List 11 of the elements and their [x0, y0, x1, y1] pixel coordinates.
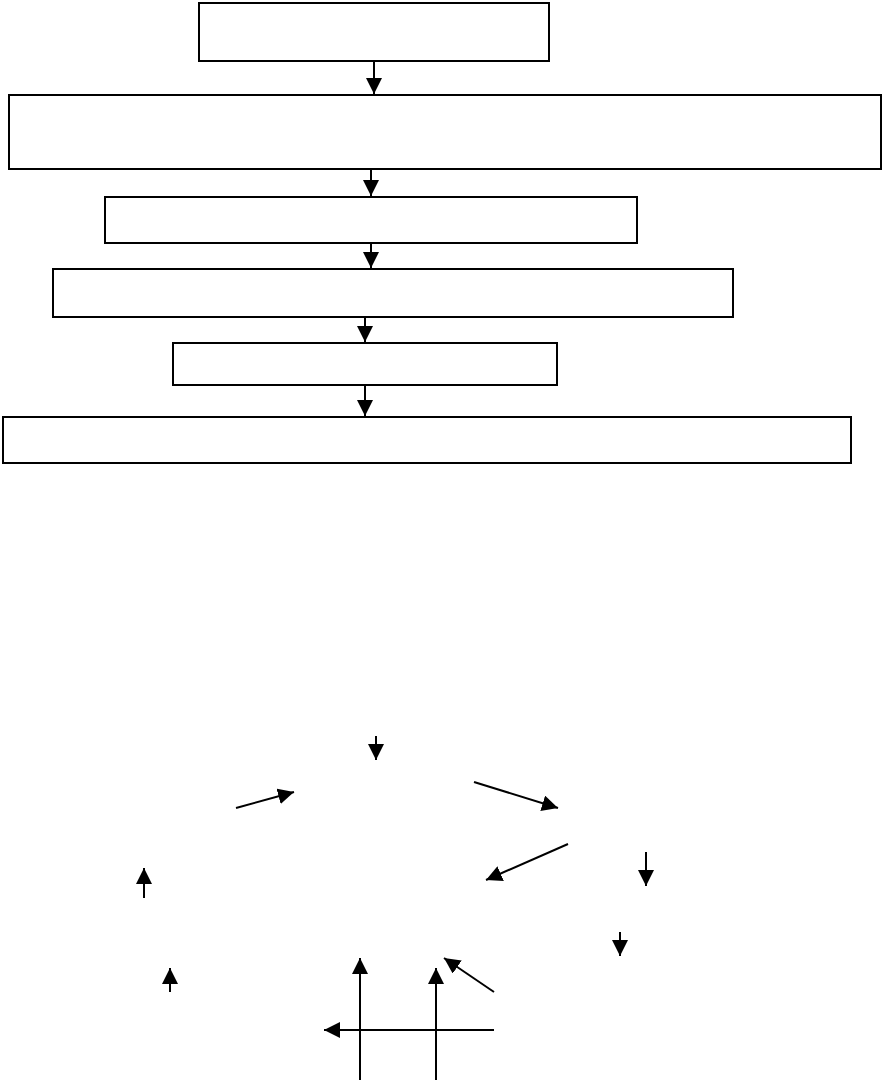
arrow — [366, 61, 382, 95]
process-box — [104, 196, 638, 244]
arrow — [357, 317, 373, 343]
process-box — [8, 94, 882, 170]
arrow — [357, 385, 373, 417]
process-box — [2, 416, 852, 464]
arrow — [363, 169, 379, 197]
process-box — [52, 268, 734, 318]
process-box — [198, 2, 550, 62]
process-box — [172, 342, 558, 386]
arrow — [363, 243, 379, 269]
